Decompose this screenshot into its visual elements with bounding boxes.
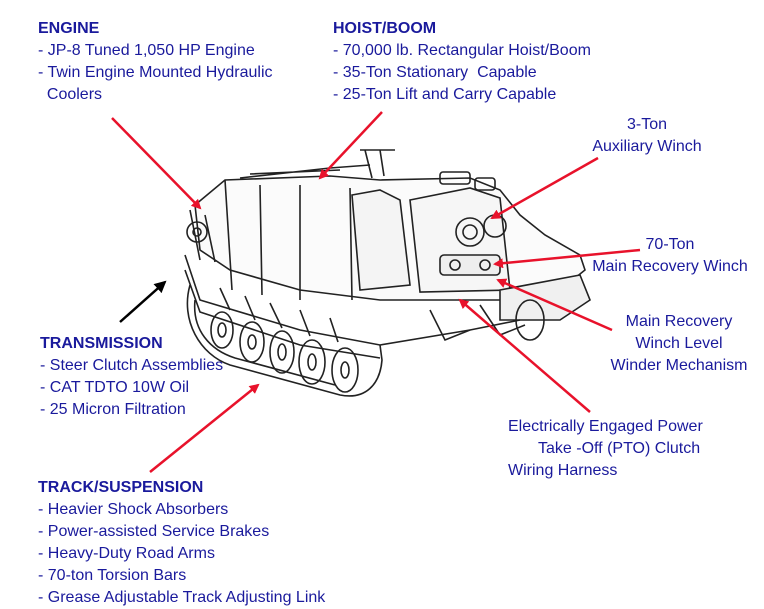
track-item: - Power-assisted Service Brakes xyxy=(38,523,270,540)
hoist-item: - 35-Ton Stationary Capable xyxy=(333,64,537,81)
pto-line: Wiring Harness xyxy=(508,462,618,479)
main-winch-callout: 70-Ton Main Recovery Winch xyxy=(578,234,762,278)
level-winder-line: Winder Mechanism xyxy=(610,357,748,374)
pto-arrow xyxy=(458,298,591,413)
hoist-item: - 70,000 lb. Rectangular Hoist/Boom xyxy=(333,42,591,59)
engine-item: - JP-8 Tuned 1,050 HP Engine xyxy=(38,42,255,59)
transmission-item: - Steer Clutch Assemblies xyxy=(40,357,224,374)
track-arrow xyxy=(149,383,260,473)
engine-block: ENGINE - JP-8 Tuned 1,050 HP Engine - Tw… xyxy=(38,18,273,106)
level-winder-line: Winch Level xyxy=(635,335,723,352)
hoist-block: HOIST/BOOM - 70,000 lb. Rectangular Hois… xyxy=(333,18,591,106)
hoist-arrow xyxy=(318,111,383,180)
track-item: - Grease Adjustable Track Adjusting Link xyxy=(38,589,326,606)
track-item: - Heavy-Duty Road Arms xyxy=(38,545,215,562)
engine-title: ENGINE xyxy=(38,20,100,37)
aux-winch-line: 3-Ton xyxy=(626,116,668,133)
transmission-block: TRANSMISSION - Steer Clutch Assemblies -… xyxy=(40,333,223,421)
track-assembly xyxy=(186,284,545,397)
transmission-arrow xyxy=(119,280,167,323)
engine-item: Coolers xyxy=(38,86,103,103)
level-winder-callout: Main Recovery Winch Level Winder Mechani… xyxy=(598,311,760,377)
recovery-vehicle-drawing xyxy=(184,149,591,359)
main-winch-line: Main Recovery Winch xyxy=(592,258,748,275)
engine-item: - Twin Engine Mounted Hydraulic xyxy=(38,64,273,81)
pto-line: Electrically Engaged Power xyxy=(508,418,703,435)
track-block: TRACK/SUSPENSION - Heavier Shock Absorbe… xyxy=(38,477,325,609)
main-winch-arrow xyxy=(493,248,641,269)
pto-line: Take -Off (PTO) Clutch xyxy=(538,440,701,457)
main-winch-line: 70-Ton xyxy=(645,236,695,253)
track-item: - Heavier Shock Absorbers xyxy=(38,501,229,518)
hoist-title: HOIST/BOOM xyxy=(333,20,437,37)
callout-arrows xyxy=(111,111,641,473)
pto-callout: Electrically Engaged Power Take -Off (PT… xyxy=(508,416,703,482)
aux-winch-callout: 3-Ton Auxiliary Winch xyxy=(574,114,720,158)
level-winder-arrow xyxy=(496,278,613,332)
transmission-item: - 25 Micron Filtration xyxy=(40,401,186,418)
track-item: - 70-ton Torsion Bars xyxy=(38,567,187,584)
aux-winch-arrow xyxy=(490,156,599,220)
engine-arrow xyxy=(111,117,202,210)
aux-winch-line: Auxiliary Winch xyxy=(592,138,702,155)
track-title: TRACK/SUSPENSION xyxy=(38,479,204,496)
level-winder-line: Main Recovery xyxy=(625,313,733,330)
transmission-item: - CAT TDTO 10W Oil xyxy=(40,379,190,396)
hoist-item: - 25-Ton Lift and Carry Capable xyxy=(333,86,557,103)
transmission-title: TRANSMISSION xyxy=(40,335,163,352)
